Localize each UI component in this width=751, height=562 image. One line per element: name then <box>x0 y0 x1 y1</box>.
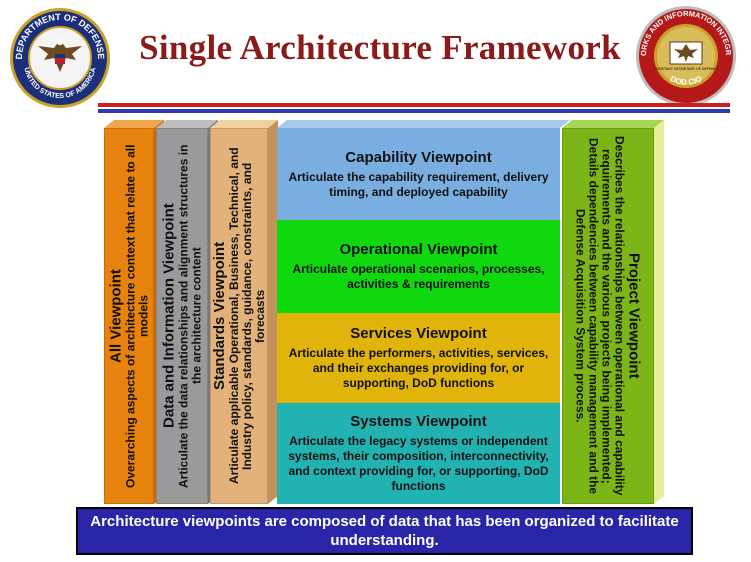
project-viewpoint-column: Project Viewpoint Describes the relation… <box>562 128 654 504</box>
standards-viewpoint-column: Standards Viewpoint Articulate applicabl… <box>210 128 268 504</box>
footer-caption-text: Architecture viewpoints are composed of … <box>90 513 679 549</box>
data-viewpoint-body: Articulate the data relationships and al… <box>176 144 204 488</box>
capability-viewpoint-body: Articulate the capability requirement, d… <box>288 169 549 199</box>
footer-caption-box: Architecture viewpoints are composed of … <box>76 507 693 555</box>
all-viewpoint-body: Overarching aspects of architecture cont… <box>123 144 151 488</box>
operational-viewpoint-body: Articulate operational scenarios, proces… <box>292 262 545 291</box>
services-viewpoint-title: Services Viewpoint <box>350 325 487 342</box>
dod-seal-icon: DEPARTMENT OF DEFENSE UNITED STATES OF A… <box>10 8 110 108</box>
project-viewpoint-title: Project Viewpoint <box>625 253 643 379</box>
divider-red-stripe <box>98 103 730 107</box>
divider-blue-stripe <box>98 109 730 113</box>
services-viewpoint-band: Services Viewpoint Articulate the perfor… <box>277 313 560 403</box>
standards-viewpoint-title: Standards Viewpoint <box>211 241 228 391</box>
all-viewpoint-column: All Viewpoint Overarching aspects of arc… <box>104 128 154 504</box>
project-viewpoint-body: Describes the relationships between oper… <box>573 136 627 496</box>
services-viewpoint-body: Articulate the performers, activities, s… <box>288 346 549 390</box>
systems-viewpoint-title: Systems Viewpoint <box>350 413 487 430</box>
systems-viewpoint-band: Systems Viewpoint Articulate the legacy … <box>277 403 560 504</box>
cio-seal-middle-text: ASSISTANT SECRETARY OF DEFENSE <box>653 67 719 71</box>
cio-seal-bottom-text: DOD CIO <box>669 74 704 87</box>
operational-viewpoint-band: Operational Viewpoint Articulate operati… <box>277 220 560 313</box>
systems-viewpoint-body: Articulate the legacy systems or indepen… <box>288 434 549 493</box>
divider-white-stripe <box>98 107 730 109</box>
data-information-viewpoint-column: Data and Information Viewpoint Articulat… <box>156 128 208 504</box>
data-viewpoint-title: Data and Information Viewpoint <box>160 203 178 429</box>
svg-text:DOD CIO: DOD CIO <box>669 74 704 87</box>
operational-viewpoint-title: Operational Viewpoint <box>339 241 498 258</box>
nii-cio-seal-icon: NETWORKS AND INFORMATION INTEGRATION ASS… <box>634 4 736 106</box>
capability-viewpoint-band: Capability Viewpoint Articulate the capa… <box>277 128 560 220</box>
page-title: Single Architecture Framework <box>139 28 621 67</box>
standards-viewpoint-body: Articulate applicable Operational, Busin… <box>227 147 267 485</box>
all-viewpoint-title: All Viewpoint <box>107 269 125 363</box>
capability-viewpoint-title: Capability Viewpoint <box>345 148 492 166</box>
